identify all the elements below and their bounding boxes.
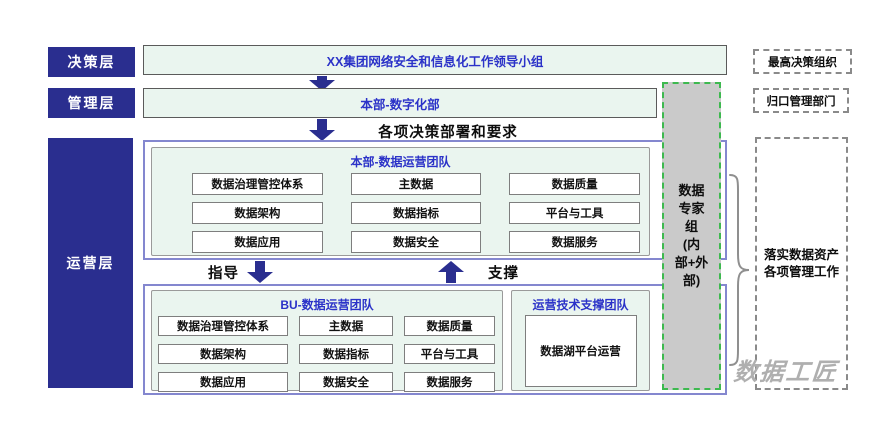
arrow-head [247, 272, 273, 283]
management-dept-note: 归口管理部门 [753, 88, 849, 113]
brace-icon [729, 174, 750, 366]
data-expert-group-box: 数据 专家 组 (内 部+外 部) [662, 82, 721, 390]
bu-item: 数据质量 [404, 316, 495, 336]
expert-line: (内 [682, 237, 701, 252]
decision-group-label: XX集团网络安全和信息化工作领导小组 [326, 54, 544, 69]
down-arrow-icon [247, 261, 273, 283]
implementation-note-line1: 落实数据资产 [763, 247, 839, 262]
data-lake-item: 数据湖平台运营 [524, 315, 637, 387]
expert-line: 组 [684, 219, 698, 234]
bu-item: 数据应用 [158, 372, 288, 392]
arrow-stem [317, 119, 327, 130]
hq-item: 数据指标 [350, 202, 482, 224]
arrow-head [438, 261, 464, 272]
hq-item: 数据服务 [509, 231, 640, 253]
management-dept-bar: 本部-数字化部 [143, 88, 657, 118]
bu-item: 数据指标 [299, 344, 393, 364]
expert-line: 数据 [678, 183, 705, 198]
management-dept-label: 本部-数字化部 [360, 97, 440, 112]
arrow-stem [446, 272, 456, 283]
hq-item: 数据安全 [350, 231, 482, 253]
down-arrow-icon [309, 119, 335, 141]
decision-group-bar: XX集团网络安全和信息化工作领导小组 [143, 45, 727, 75]
bu-item: 数据安全 [299, 372, 393, 392]
hq-team-grid: 数据治理管控体系 主数据 数据质量 数据架构 数据指标 平台与工具 数据应用 数… [152, 172, 649, 253]
arrow-head [309, 130, 335, 141]
guide-text: 指导 [208, 266, 239, 282]
tech-support-title: 运营技术支撑团队 [532, 298, 629, 312]
down-arrow-icon [309, 76, 335, 91]
top-decision-note: 最高决策组织 [753, 49, 852, 74]
bu-team-panel: BU-数据运营团队 数据治理管控体系 主数据 数据质量 数据架构 数据指标 平台… [151, 290, 503, 392]
expert-line: 部) [682, 273, 701, 288]
bu-item: 主数据 [299, 316, 393, 336]
hq-item: 数据治理管控体系 [192, 173, 323, 195]
arrow-stem [255, 261, 265, 272]
expert-line: 部+外 [674, 255, 709, 270]
bu-team-container: BU-数据运营团队 数据治理管控体系 主数据 数据质量 数据架构 数据指标 平台… [143, 284, 727, 395]
watermark-text: 数据工匠 [732, 357, 840, 386]
arrow-stem [317, 76, 327, 80]
hq-item: 数据质量 [509, 173, 640, 195]
layer-label-decision: 决策层 [48, 47, 135, 77]
hq-item: 主数据 [350, 173, 482, 195]
expert-line: 专家 [678, 201, 705, 216]
bu-team-title: BU-数据运营团队 [280, 298, 374, 312]
tech-support-panel: 运营技术支撑团队 数据湖平台运营 [511, 290, 650, 391]
hq-team-container: 本部-数据运营团队 数据治理管控体系 主数据 数据质量 数据架构 数据指标 平台… [143, 140, 727, 260]
implementation-note: 落实数据资产 各项管理工作 [755, 137, 848, 390]
bu-item: 数据服务 [404, 372, 495, 392]
hq-item: 数据架构 [192, 202, 323, 224]
arrow-head [309, 80, 335, 91]
support-text: 支撑 [488, 266, 519, 282]
layer-label-operations: 运营层 [48, 138, 133, 388]
hq-team-title: 本部-数据运营团队 [350, 155, 451, 169]
bu-item: 平台与工具 [404, 344, 495, 364]
bu-team-grid: 数据治理管控体系 主数据 数据质量 数据架构 数据指标 平台与工具 数据应用 数… [152, 315, 502, 392]
deploy-requirements-text: 各项决策部署和要求 [378, 125, 518, 141]
bu-item: 数据架构 [158, 344, 288, 364]
implementation-note-line2: 各项管理工作 [763, 264, 839, 279]
up-arrow-icon [438, 261, 464, 283]
hq-team-panel: 本部-数据运营团队 数据治理管控体系 主数据 数据质量 数据架构 数据指标 平台… [151, 147, 650, 256]
bu-item: 数据治理管控体系 [158, 316, 288, 336]
hq-item: 数据应用 [192, 231, 323, 253]
hq-item: 平台与工具 [509, 202, 640, 224]
layer-label-management: 管理层 [48, 88, 135, 118]
